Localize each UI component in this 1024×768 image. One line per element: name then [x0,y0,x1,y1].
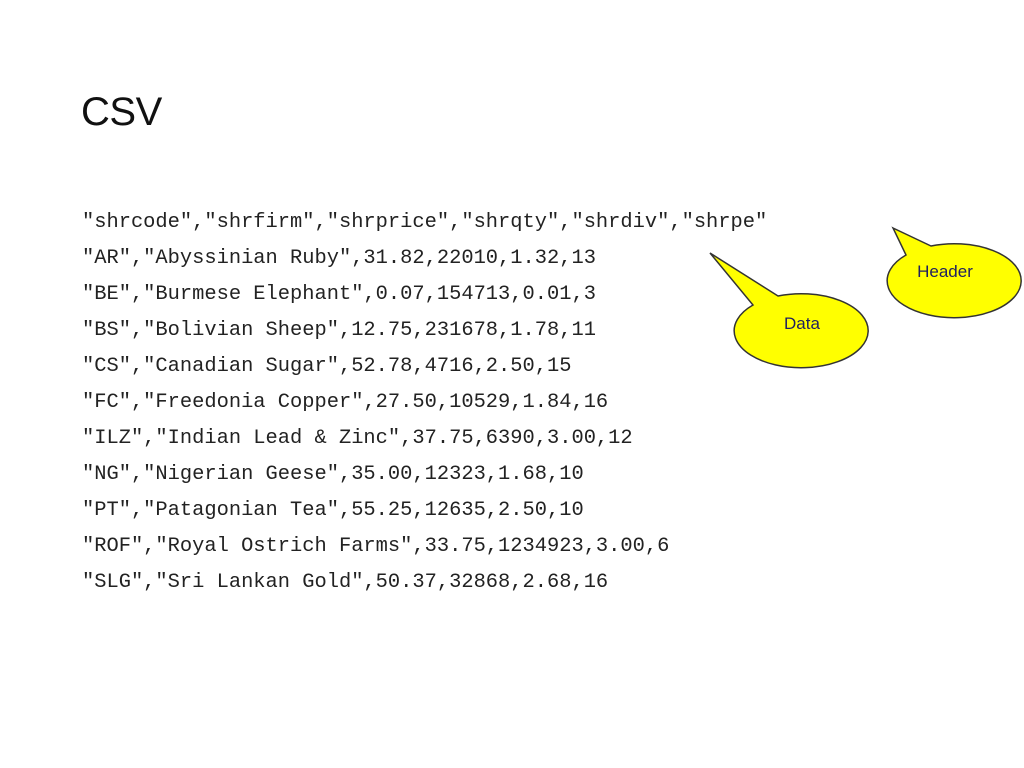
csv-data-line: "SLG","Sri Lankan Gold",50.37,32868,2.68… [82,571,609,594]
csv-data-line: "PT","Patagonian Tea",55.25,12635,2.50,1… [82,499,584,522]
csv-data-line: "ILZ","Indian Lead & Zinc",37.75,6390,3.… [82,427,633,450]
slide-title: CSV [81,90,162,134]
header-callout-label: Header [917,262,973,281]
csv-data-line: "AR","Abyssinian Ruby",31.82,22010,1.32,… [82,247,596,270]
csv-data-line: "CS","Canadian Sugar",52.78,4716,2.50,15 [82,355,572,378]
csv-data-line: "BE","Burmese Elephant",0.07,154713,0.01… [82,283,596,306]
csv-data-line: "BS","Bolivian Sheep",12.75,231678,1.78,… [82,319,596,342]
csv-header-line: "shrcode","shrfirm","shrprice","shrqty",… [82,211,768,234]
csv-listing: "shrcode","shrfirm","shrprice","shrqty",… [82,205,767,601]
csv-data-line: "ROF","Royal Ostrich Farms",33.75,123492… [82,535,670,558]
csv-data-line: "NG","Nigerian Geese",35.00,12323,1.68,1… [82,463,584,486]
data-callout-label: Data [784,314,820,333]
csv-data-line: "FC","Freedonia Copper",27.50,10529,1.84… [82,391,609,414]
